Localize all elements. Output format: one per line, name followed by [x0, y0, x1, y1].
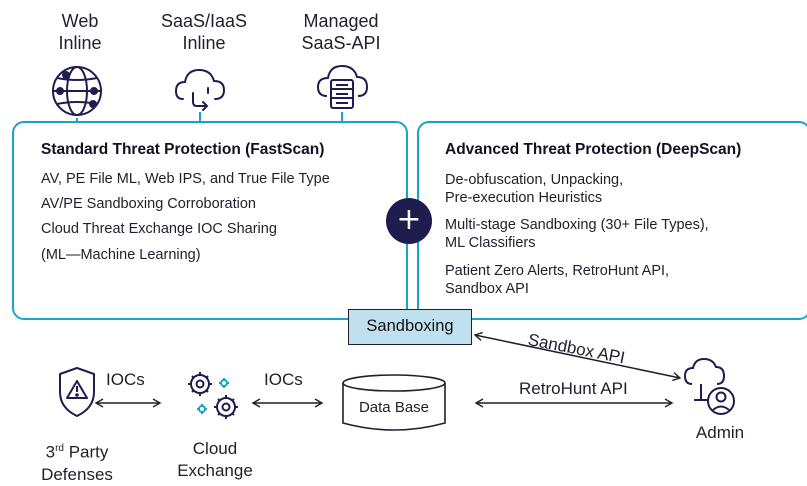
source-web-line2: Inline: [58, 33, 102, 53]
advanced-threat-box: Advanced Threat Protection (DeepScan) De…: [417, 121, 807, 320]
source-saas-label: SaaS/IaaS Inline: [149, 10, 259, 54]
admin-label: Admin: [695, 423, 745, 442]
cloud-server-icon: [316, 64, 369, 109]
third-party-line2: Defenses: [41, 464, 113, 484]
cloud-exchange-line2: Exchange: [177, 461, 253, 480]
sandboxing-box: Sandboxing: [348, 309, 472, 345]
sandbox-api-arrow: [473, 331, 682, 382]
advanced-threat-title: Advanced Threat Protection (DeepScan): [445, 141, 742, 158]
standard-line-1: AV, PE File ML, Web IPS, and True File T…: [41, 171, 330, 187]
gears-icon: [188, 372, 238, 419]
source-web-line1: Web: [61, 11, 99, 31]
advanced-line-3: Multi-stage Sandboxing (30+ File Types),: [445, 217, 709, 233]
third-party-sup: rd: [55, 443, 64, 454]
standard-line-3: Cloud Threat Exchange IOC Sharing: [41, 221, 277, 237]
ioc-left-label: IOCs: [106, 370, 145, 389]
retrohunt-label: RetroHunt API: [519, 379, 628, 398]
admin-cloud-user-icon: [683, 357, 735, 415]
warning-shield-icon: [59, 367, 95, 417]
bottom-arrows: [94, 331, 682, 408]
source-web-label: Web Inline: [25, 10, 135, 54]
source-saas-line1: SaaS/IaaS: [160, 11, 248, 31]
advanced-line-2: Pre-execution Heuristics: [445, 190, 603, 206]
standard-line-2: AV/PE Sandboxing Corroboration: [41, 196, 256, 212]
source-managed-line1: Managed: [303, 11, 379, 31]
third-party-line1: 3rd Party: [45, 442, 109, 462]
standard-threat-title: Standard Threat Protection (FastScan): [41, 141, 325, 158]
advanced-line-5: Patient Zero Alerts, RetroHunt API,: [445, 263, 670, 279]
third-party-label: 3rd Party Defenses: [17, 438, 137, 486]
globe-icon: [52, 66, 102, 116]
source-managed-line2: SaaS-API: [301, 33, 381, 53]
source-managed-label: Managed SaaS-API: [286, 10, 396, 54]
cloud-exchange-label: Cloud Exchange: [155, 438, 275, 482]
standard-line-4: (ML—Machine Learning): [41, 247, 201, 263]
standard-threat-box: Standard Threat Protection (FastScan) AV…: [12, 121, 408, 320]
source-saas-line2: Inline: [182, 33, 226, 53]
plus-connector-icon: +: [386, 198, 432, 244]
database-label: Data Base: [358, 399, 430, 416]
cloud-sync-icon: [174, 68, 226, 111]
ioc-right-label: IOCs: [264, 370, 303, 389]
advanced-line-6: Sandbox API: [445, 281, 529, 297]
cloud-exchange-line1: Cloud: [192, 439, 238, 458]
database-icon: [342, 374, 446, 431]
advanced-line-4: ML Classifiers: [445, 235, 536, 251]
advanced-line-1: De-obfuscation, Unpacking,: [445, 172, 624, 188]
